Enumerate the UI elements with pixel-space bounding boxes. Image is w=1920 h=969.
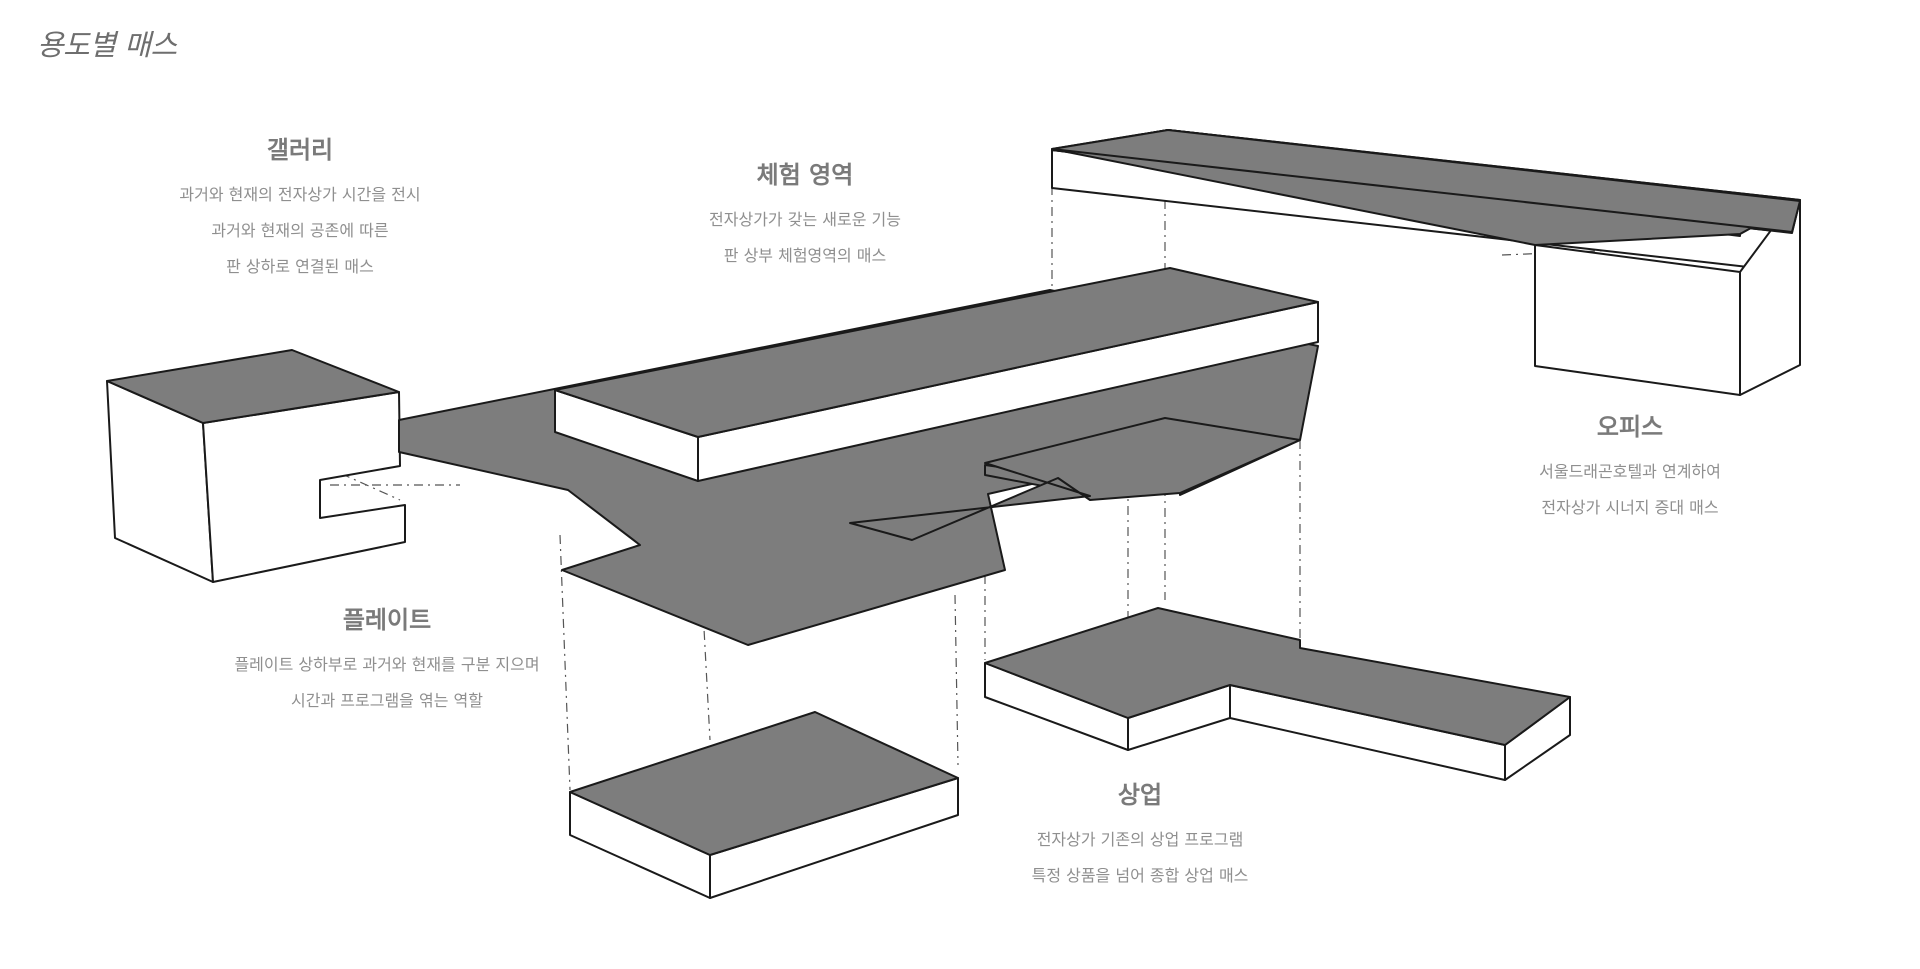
commercial-label: 상업 전자상가 기존의 상업 프로그램 특정 상품을 넘어 종합 상업 매스 [990,775,1290,894]
experience-line-2: 판 상부 체험영역의 매스 [723,246,887,265]
office-mass [1051,129,1801,396]
gallery-heading: 갤러리 [266,136,334,164]
office-line-2: 전자상가 시너지 증대 매스 [1541,498,1719,517]
office-line-1: 서울드래곤호텔과 연계하여 [1539,462,1721,481]
office-top-main [1051,129,1801,233]
gallery-top [106,349,400,424]
commercial-line-1: 전자상가 기존의 상업 프로그램 [1036,830,1244,849]
plate-line-2: 시간과 프로그램을 엮는 역할 [291,691,483,710]
lower-top [569,711,959,856]
commercial-top [984,607,1571,746]
gallery-line-3: 판 상하로 연결된 매스 [226,257,374,276]
gallery-line-1: 과거와 현재의 전자상가 시간을 전시 [179,185,421,204]
gallery-side-front [202,391,406,583]
experience-label: 체험 영역 전자상가가 갖는 새로운 기능 판 상부 체험영역의 매스 [655,155,955,274]
office-leg-front [1534,244,1741,396]
experience-top [554,267,1319,438]
commercial-mass [984,607,1571,781]
gallery-mass [106,349,406,583]
page-title: 용도별 매스 [37,28,177,62]
lower-plate-mass [569,711,959,899]
gallery-label: 갤러리 과거와 현재의 전자상가 시간을 전시 과거와 현재의 공존에 따른 판… [150,130,450,285]
office-label: 오피스 서울드래곤호텔과 연계하여 전자상가 시너지 증대 매스 [1480,407,1780,526]
experience-line-1: 전자상가가 갖는 새로운 기능 [709,210,901,229]
experience-mass [554,267,1319,482]
plate-label: 플레이트 플레이트 상하부로 과거와 현재를 구분 지으며 시간과 프로그램을 … [187,600,587,719]
plate-line-1: 플레이트 상하부로 과거와 현재를 구분 지으며 [234,655,540,674]
experience-heading: 체험 영역 [756,161,854,189]
commercial-line-2: 특정 상품을 넘어 종합 상업 매스 [1031,866,1249,885]
commercial-upper-outline [849,417,1301,541]
gallery-line-2: 과거와 현재의 공존에 따른 [211,221,389,240]
office-heading: 오피스 [1596,413,1664,441]
plate-heading: 플레이트 [342,606,432,634]
commercial-heading: 상업 [1117,781,1163,809]
